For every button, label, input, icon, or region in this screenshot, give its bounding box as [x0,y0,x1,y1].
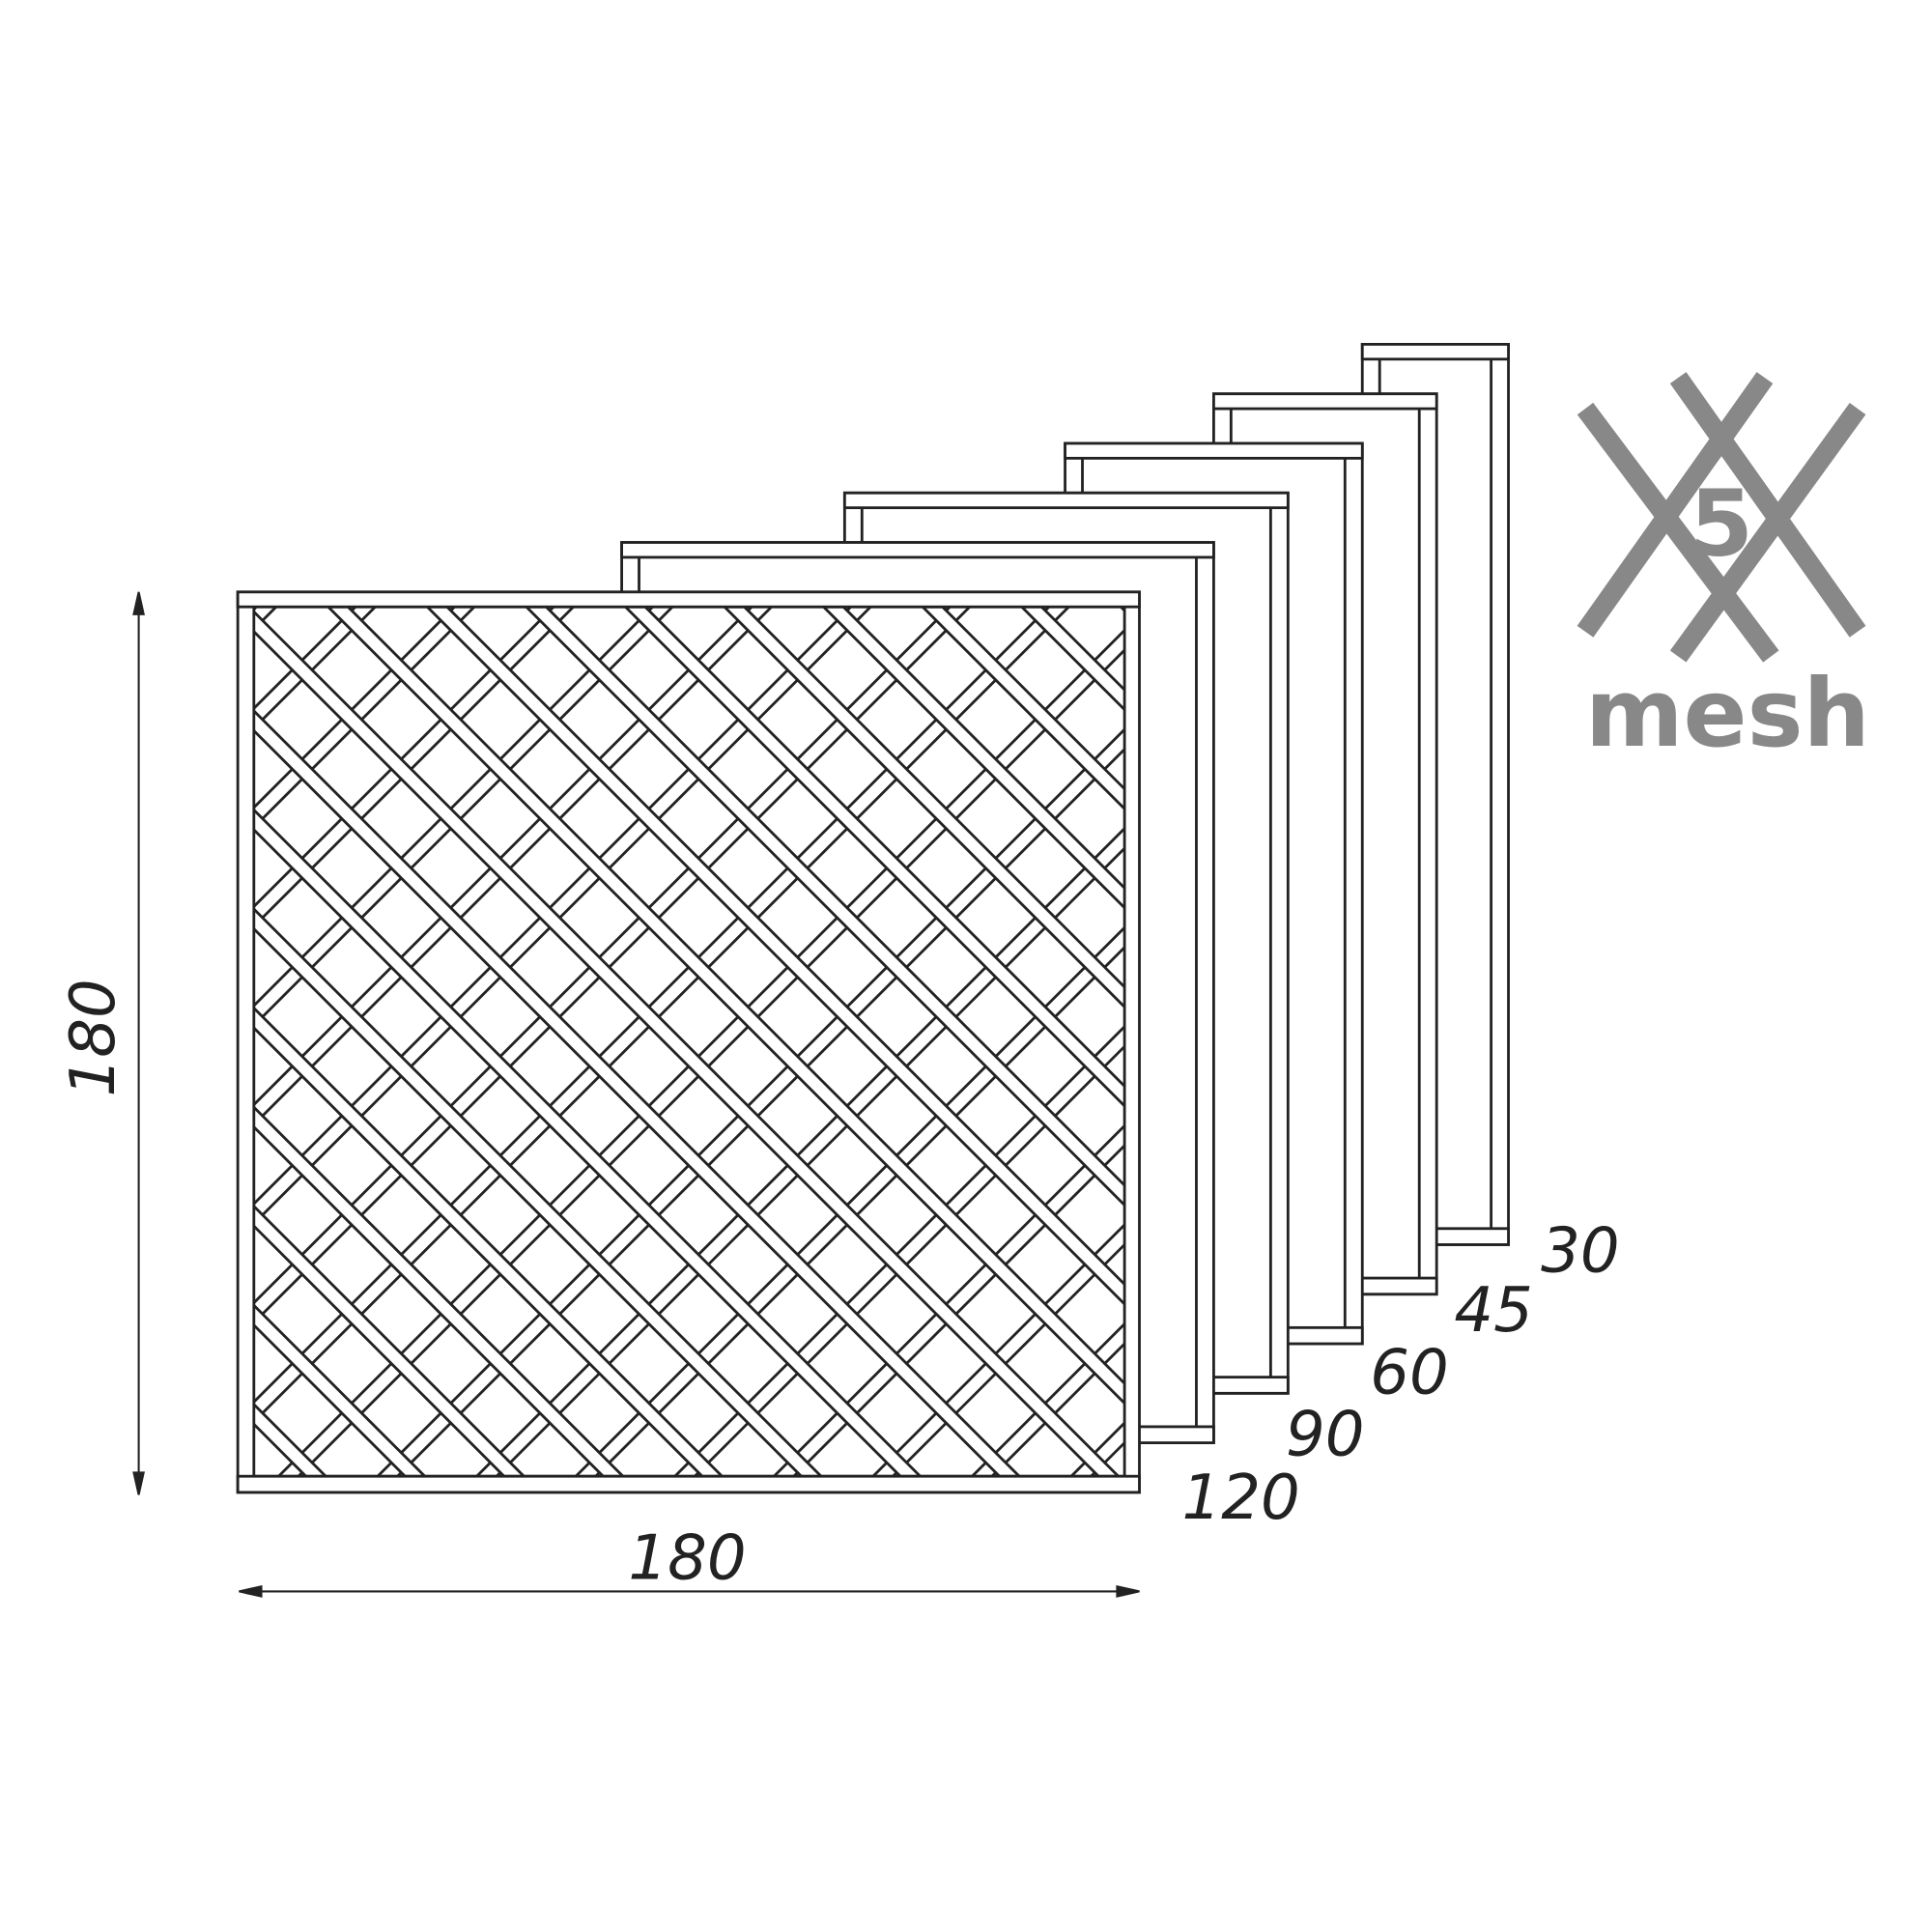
bottom-rail [236,1474,1141,1494]
top-rail [236,590,1141,609]
slat-up [773,1123,1125,1477]
slat-down [253,907,823,1477]
top-rail [1212,392,1438,411]
slat-up [253,607,477,830]
slat-up [971,1321,1125,1477]
mesh-word: mesh [1585,659,1870,768]
top-rail [1360,343,1510,361]
panel-width-label-45: 45 [1454,1275,1533,1347]
slat-up [377,727,1125,1477]
arrow-up-icon [132,591,145,615]
slat-up [575,925,1125,1477]
slat-down [253,708,1022,1477]
slat-down [253,610,1121,1477]
slat-up [475,826,1125,1477]
slat-down [253,808,923,1477]
slat-up [253,607,576,928]
slat-up [673,1024,1125,1477]
slat-up [277,628,1125,1477]
arrow-right-icon [1116,1585,1140,1598]
front-lattice-panel [236,590,1141,1494]
slat-down [425,607,1125,1306]
arrow-down-icon [132,1471,145,1495]
height-dimension [132,591,145,1495]
slat-up [253,607,1071,1424]
slat-down [326,607,1125,1406]
slat-down [723,607,1125,1009]
slat-down [1019,607,1125,712]
top-rail [842,491,1290,510]
mesh-number: 5 [1690,470,1753,577]
panel-width-label-30: 30 [1541,1216,1620,1288]
panel-width-label-60: 60 [1370,1337,1449,1408]
panel-width-label-120: 120 [1181,1463,1299,1534]
slat-down [623,607,1125,1108]
slat-down [253,1303,427,1477]
diamond-mesh-icon [1577,372,1866,663]
panel-width-label-90: 90 [1286,1399,1365,1470]
height-label: 180 [58,979,129,1096]
slat-down [253,1006,724,1477]
slat-up [253,607,972,1325]
slat-up [253,607,675,1028]
slat-up [253,607,873,1226]
width-dimension [239,1585,1140,1598]
slat-down [253,1402,328,1477]
slat-down [253,1204,526,1477]
slat-down [253,1105,625,1477]
slat-down [524,607,1125,1208]
mesh-logo: 5 mesh [1577,372,1870,768]
slat-up [253,607,774,1127]
slat-up [871,1222,1125,1477]
arrow-left-icon [239,1585,263,1598]
slat-down [821,607,1125,910]
width-label: 180 [628,1523,746,1595]
top-rail [1064,441,1364,460]
lattice-slats [253,607,1125,1477]
slat-down [921,607,1125,811]
top-rail [620,541,1215,559]
